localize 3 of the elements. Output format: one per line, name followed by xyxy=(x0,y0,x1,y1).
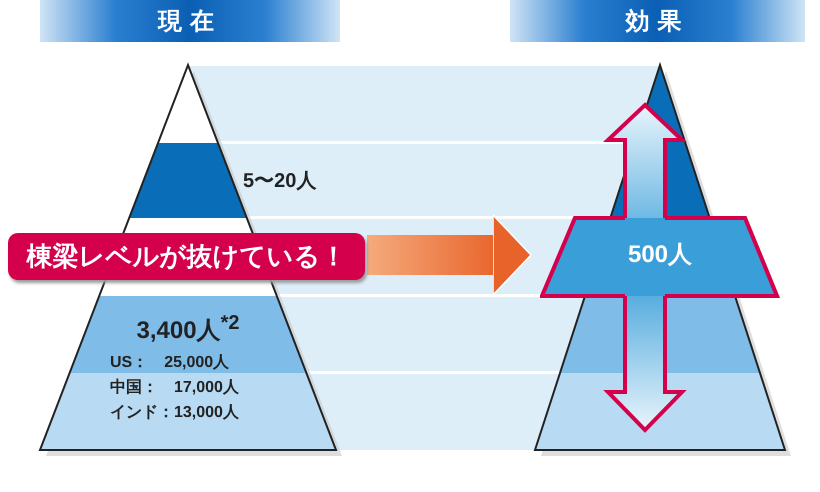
heading-banner: 効果 xyxy=(510,0,805,42)
arrow xyxy=(367,214,532,296)
heading-banner: 現在 xyxy=(40,0,340,42)
